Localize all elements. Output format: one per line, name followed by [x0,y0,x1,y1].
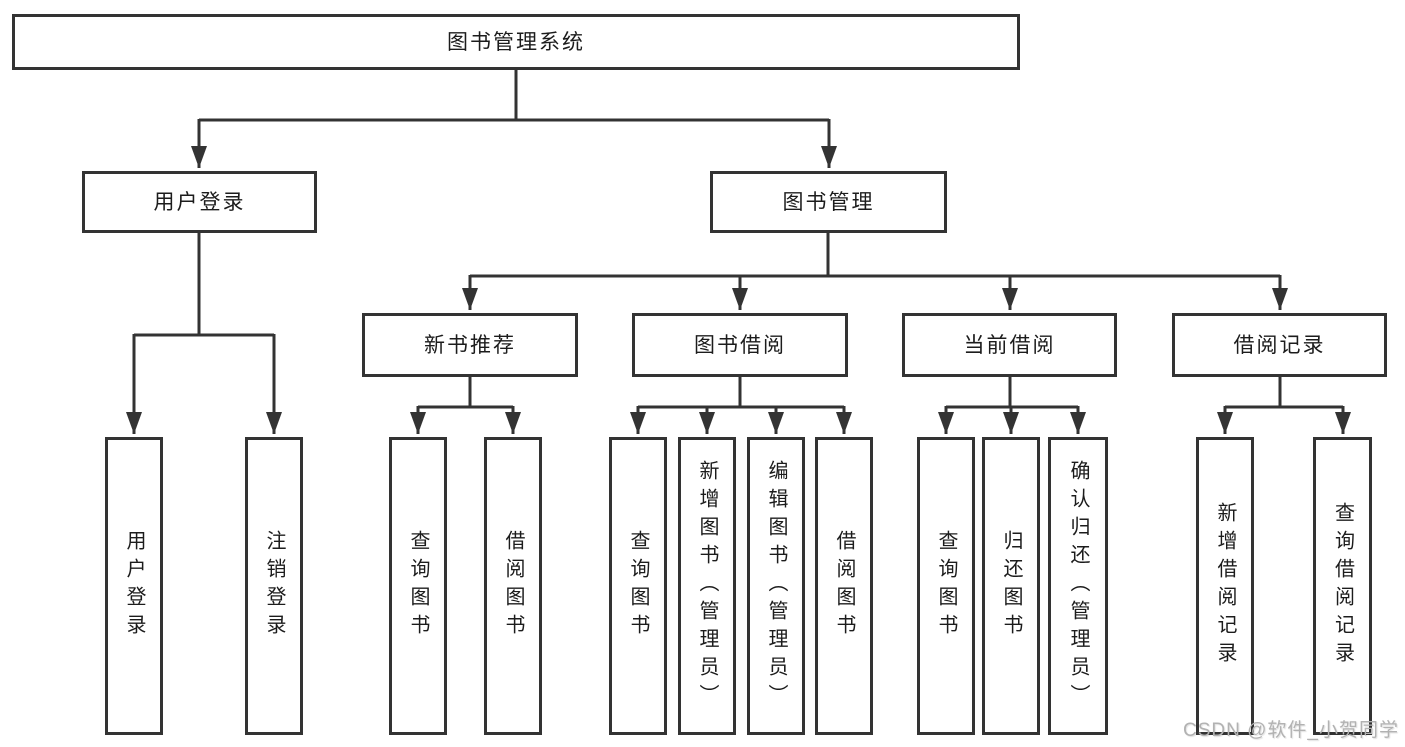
leaf-logout: 注销登录 [245,437,303,735]
leaf-query-books-current: 查询图书 [917,437,975,735]
leaf-add-borrow-record: 新增借阅记录 [1196,437,1254,735]
leaf-query-borrow-record: 查询借阅记录 [1313,437,1372,735]
node-library-management-system: 图书管理系统 [12,14,1020,70]
leaf-add-books-admin: 新增图书（管理员） [678,437,736,735]
leaf-query-books-borrow: 查询图书 [609,437,667,735]
leaf-user-login: 用户登录 [105,437,163,735]
csdn-watermark: CSDN @软件_小贺同学 [1183,720,1399,741]
leaf-borrow-books-recommend: 借阅图书 [484,437,542,735]
leaf-borrow-books: 借阅图书 [815,437,873,735]
node-current-borrowing: 当前借阅 [902,313,1117,377]
leaf-return-books: 归还图书 [982,437,1040,735]
node-borrowing-records: 借阅记录 [1172,313,1387,377]
node-new-book-recommendation: 新书推荐 [362,313,578,377]
node-book-management: 图书管理 [710,171,947,233]
leaf-confirm-return-admin: 确认归还（管理员） [1048,437,1108,735]
node-user-login: 用户登录 [82,171,317,233]
node-book-borrowing: 图书借阅 [632,313,848,377]
leaf-edit-books-admin: 编辑图书（管理员） [747,437,805,735]
leaf-query-books-recommend: 查询图书 [389,437,447,735]
